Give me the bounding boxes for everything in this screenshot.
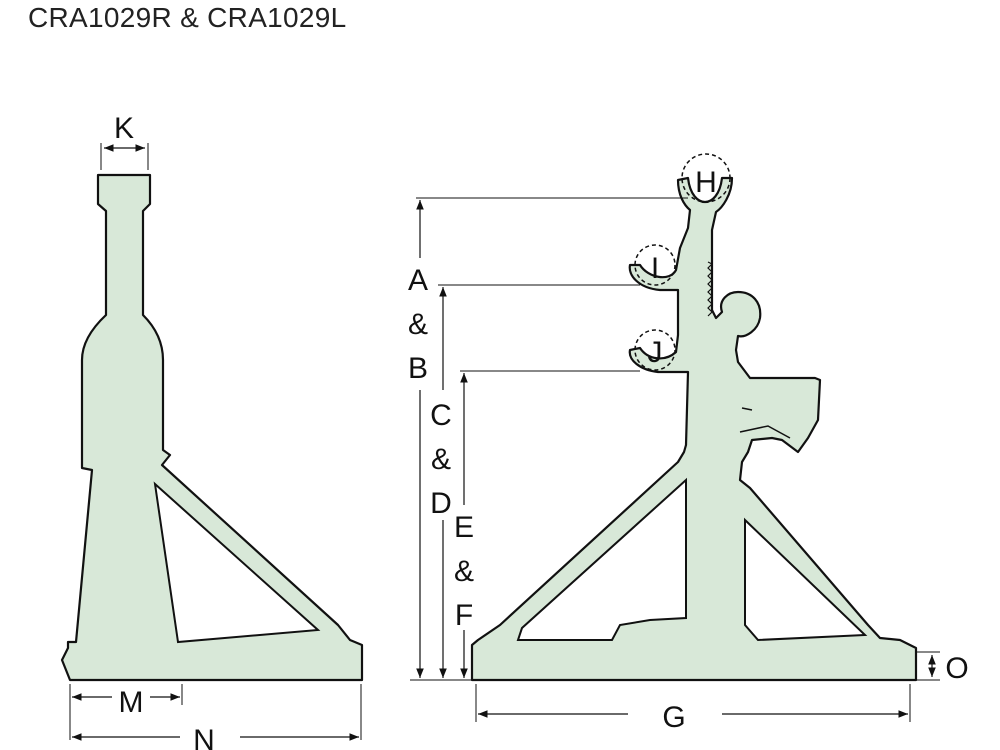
label-n: N xyxy=(193,724,215,750)
front-view-bracket-detail xyxy=(739,407,791,439)
diagram-title: CRA1029R & CRA1029L xyxy=(28,2,347,33)
label-g: G xyxy=(662,701,685,734)
h-circle xyxy=(681,153,731,203)
label-d: D xyxy=(430,487,452,520)
dimension-g xyxy=(475,684,911,722)
dimension-c-d xyxy=(438,284,640,678)
label-e: E xyxy=(454,511,474,544)
ratchet-teeth xyxy=(707,261,714,317)
side-view-stand-body xyxy=(60,173,364,682)
front-view-right-triangle-opening xyxy=(744,517,868,642)
label-h: H xyxy=(695,166,717,199)
label-c-amp: & xyxy=(431,443,451,476)
dimension-k xyxy=(100,143,149,170)
front-view xyxy=(470,153,918,682)
label-a-amp: & xyxy=(408,308,428,341)
j-circle xyxy=(634,329,676,371)
dimension-m xyxy=(69,684,183,740)
label-i: I xyxy=(651,252,659,285)
label-o: O xyxy=(945,652,968,685)
label-k: K xyxy=(114,112,134,145)
label-j: J xyxy=(648,336,663,369)
label-f: F xyxy=(455,599,473,632)
dimension-e-f xyxy=(460,370,640,678)
front-view-left-triangle-opening xyxy=(516,477,687,641)
label-c: C xyxy=(430,399,452,432)
side-view xyxy=(60,173,364,682)
front-view-stand-body xyxy=(470,176,918,682)
dimension-o xyxy=(916,651,940,681)
i-circle xyxy=(634,244,676,286)
label-m: M xyxy=(119,686,144,719)
dimension-n xyxy=(72,684,362,741)
dimension-a-b xyxy=(410,197,688,681)
side-view-triangle-opening xyxy=(153,481,321,644)
label-a: A xyxy=(408,264,428,297)
label-e-amp: & xyxy=(454,555,474,588)
label-b: B xyxy=(408,352,428,385)
